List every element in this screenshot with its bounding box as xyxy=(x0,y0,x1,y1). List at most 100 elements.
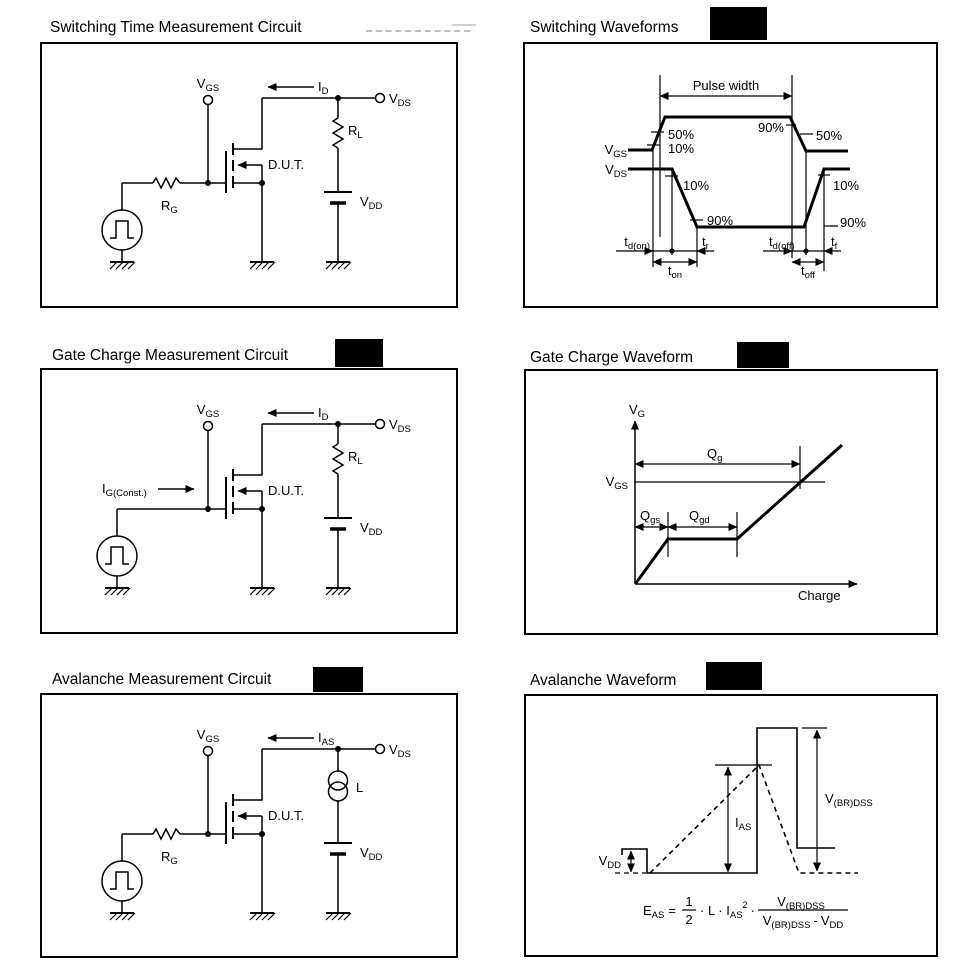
label-vgs: VGS xyxy=(197,402,219,420)
redaction-box xyxy=(313,667,363,692)
ias-current-dashed xyxy=(649,763,858,874)
label-dut: D.U.T. xyxy=(268,157,304,172)
equation-half-numerator: 1 xyxy=(685,894,692,909)
panel-title-gate-charge-circuit: Gate Charge Measurement Circuit xyxy=(52,347,289,364)
avalanche-circuit-diagram: VGS IAS VDS L VDD RG D.U.T. xyxy=(40,693,458,958)
battery-symbol xyxy=(322,841,354,856)
equation-middle: · L · IAS2· xyxy=(700,900,755,921)
gate-node-dot xyxy=(205,506,211,512)
ground-symbol xyxy=(325,261,352,270)
label-10pct-ds-left: 10% xyxy=(683,178,709,193)
label-pulse-width: Pulse width xyxy=(693,78,759,93)
label-vgs: VGS xyxy=(605,142,627,160)
ground-symbol xyxy=(249,587,276,596)
panel-border xyxy=(40,693,458,958)
resistor-rg-symbol xyxy=(152,177,181,189)
resistor-rl-symbol xyxy=(332,443,344,475)
faded-redaction-mark xyxy=(452,24,476,26)
gate-node-dot xyxy=(205,831,211,837)
label-vdd: VDD xyxy=(360,845,383,863)
pulse-source-symbol xyxy=(101,860,143,902)
label-qgs: Qgs xyxy=(640,508,660,526)
label-10pct-left: 10% xyxy=(668,141,694,156)
level-ticks xyxy=(647,124,838,227)
label-vgs: VGS xyxy=(197,727,219,745)
label-vds: VDS xyxy=(605,162,627,180)
label-10pct-ds-right: 10% xyxy=(833,178,859,193)
panel-title-avalanche-waveform: Avalanche Waveform xyxy=(530,672,677,689)
gate-charge-circuit-diagram: VGS IG(Const.) ID VDS RL VDD D.U.T. xyxy=(40,368,458,634)
panel-title-switching-circuit: Switching Time Measurement Circuit xyxy=(50,19,302,36)
drain-node-dot xyxy=(335,95,341,101)
redaction-box xyxy=(706,662,762,690)
label-vdd: VDD xyxy=(599,853,622,871)
vgs-terminal xyxy=(202,745,214,757)
label-vbrdss: V(BR)DSS xyxy=(825,791,873,809)
ground-symbol xyxy=(249,912,276,921)
ground-symbol xyxy=(104,587,131,596)
ground-symbol xyxy=(325,912,352,921)
label-tr: tr xyxy=(702,234,709,252)
vds-terminal xyxy=(374,418,386,430)
vgs-terminal xyxy=(202,420,214,432)
panel-border xyxy=(524,369,938,635)
avalanche-waveform-diagram: VDD IAS V(BR)DSS EAS= 1 2 · L · IAS2· V(… xyxy=(524,694,938,957)
label-td-on: td(on) xyxy=(624,234,650,252)
label-toff: toff xyxy=(801,263,815,281)
panel-border xyxy=(40,368,458,634)
vds-terminal xyxy=(374,92,386,104)
panel-border xyxy=(523,42,938,308)
drain-node-dot xyxy=(335,421,341,427)
mosfet-symbol xyxy=(226,749,265,913)
ground-symbol xyxy=(109,261,136,270)
ground-symbol xyxy=(249,261,276,270)
label-90pct-ds-right: 90% xyxy=(840,215,866,230)
panel-border xyxy=(524,694,938,957)
ground-symbol xyxy=(109,912,136,921)
panel-border xyxy=(40,42,458,308)
pulse-source-symbol xyxy=(96,535,138,577)
inductor-symbol xyxy=(327,770,349,802)
battery-symbol xyxy=(322,516,354,531)
vgs-terminal xyxy=(202,94,214,106)
label-50pct-left: 50% xyxy=(668,127,694,142)
avalanche-energy-equation: EAS= 1 2 · L · IAS2· V(BR)DSS V(BR)DSS-V… xyxy=(643,894,848,931)
vds-waveform xyxy=(628,167,850,229)
label-90pct-ds-left: 90% xyxy=(707,213,733,228)
redaction-box xyxy=(737,342,789,368)
label-qgd: Qgd xyxy=(689,508,710,526)
label-rl: RL xyxy=(348,449,363,467)
battery-symbol xyxy=(322,190,354,205)
switching-circuit-diagram: VGS ID VDS RL VDD RG D.U.T. xyxy=(40,42,458,308)
label-tf: tf xyxy=(831,234,838,252)
charge-dimension-arrows xyxy=(634,460,801,531)
label-dut: D.U.T. xyxy=(268,483,304,498)
gate-charge-curve xyxy=(634,443,844,584)
equation-numerator: V(BR)DSS xyxy=(777,894,825,912)
panel-title-gate-charge-waveform: Gate Charge Waveform xyxy=(530,349,694,366)
redaction-box xyxy=(335,339,383,367)
label-l: L xyxy=(356,780,363,795)
label-50pct-right: 50% xyxy=(816,128,842,143)
label-vgs: VGS xyxy=(197,76,219,94)
faded-redaction-marks xyxy=(366,30,470,32)
resistor-rl-symbol xyxy=(332,117,344,149)
label-vdd: VDD xyxy=(360,520,383,538)
equation-half-denominator: 2 xyxy=(685,912,692,927)
vds-voltage-waveform xyxy=(621,727,835,874)
resistor-rg-symbol xyxy=(152,828,181,840)
circuit-wires xyxy=(121,748,376,913)
gate-node-dot xyxy=(205,180,211,186)
label-rg: RG xyxy=(161,198,178,216)
label-ias: IAS xyxy=(735,815,751,833)
panel-title-switching-waveforms: Switching Waveforms xyxy=(530,19,679,36)
label-vgs: VGS xyxy=(606,474,628,492)
label-vdd: VDD xyxy=(360,194,383,212)
drain-node-dot xyxy=(335,746,341,752)
gate-charge-waveform-diagram: VG VGS Qg Qgs Qgd Charge xyxy=(524,369,938,635)
label-id: ID xyxy=(318,79,329,97)
label-vds: VDS xyxy=(389,91,411,109)
circuit-wires xyxy=(121,97,376,262)
label-90pct-top: 90% xyxy=(758,120,784,135)
label-td-off: td(off) xyxy=(769,234,795,252)
